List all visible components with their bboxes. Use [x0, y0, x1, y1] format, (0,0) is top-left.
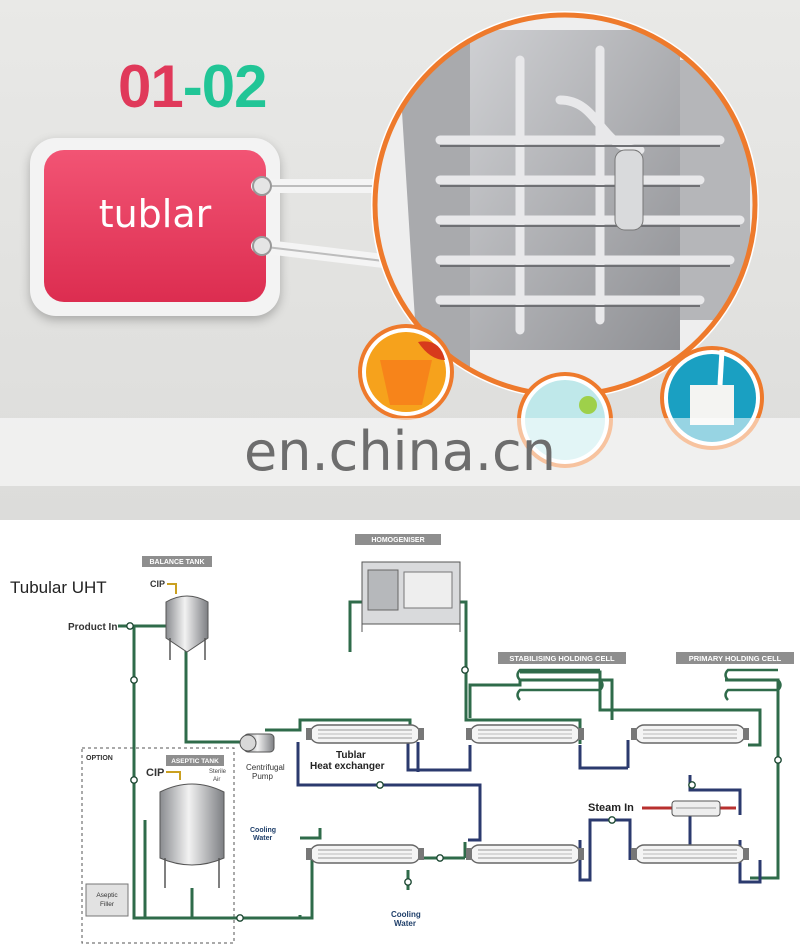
cooling-water-top-line1: Cooling [250, 827, 276, 834]
juice-fruit [418, 341, 445, 360]
homogeniser-label: HOMOGENISER [371, 537, 424, 544]
cooling-water-bottom-line1: Cooling [391, 910, 421, 919]
tubular-line1: Tublar [336, 750, 366, 761]
tubular-line2: Heat exchanger [310, 761, 385, 772]
option-box [81, 747, 235, 944]
centrifugal-pump-head [239, 734, 257, 752]
model-code-part1: 01 [118, 53, 184, 120]
flow-marker-e [608, 816, 616, 824]
flow-marker-c [236, 914, 244, 922]
banner: 01-02 tublar [0, 0, 800, 520]
sterile-label: Sterile [209, 769, 227, 775]
aseptic-filler-line2: Filler [100, 901, 115, 908]
flow-marker-product-in [126, 622, 134, 630]
balance-tank-label: BALANCE TANK [149, 559, 204, 566]
primary-label-bg [676, 652, 794, 664]
homogeniser-motor [367, 569, 399, 611]
banner-graphics [251, 11, 764, 468]
aseptic-tank [159, 783, 225, 866]
flow-marker-i [688, 781, 696, 789]
balance-tank-label-bg [142, 556, 212, 567]
cooler-2 [465, 844, 585, 864]
drink-lime [579, 396, 597, 414]
air-label: Air [213, 777, 220, 783]
aseptic-filler [85, 883, 129, 917]
flow-marker-d [376, 781, 384, 789]
flow-marker-b [130, 776, 138, 784]
cip-option-pipe [166, 771, 181, 780]
watermark-band [0, 418, 800, 486]
stabilising-holding-cell [516, 668, 604, 701]
tag-box [44, 150, 266, 302]
steam-in-label: Steam In [588, 802, 634, 814]
watermark-text: en.china.cn [244, 420, 556, 483]
tag-label: tublar [98, 192, 212, 236]
connector-lower-edge [257, 245, 393, 263]
homogeniser-label-bg [355, 534, 441, 545]
juice-glass [380, 360, 432, 405]
cooling-water-bottom-line2: Water [394, 919, 416, 928]
option-label: OPTION [86, 755, 113, 762]
machine-illustration [375, 15, 755, 395]
connector-knob-upper [252, 176, 272, 196]
cooler-3 [630, 844, 750, 864]
balance-tank [165, 595, 209, 653]
aseptic-tank-label: ASEPTIC TANK [171, 758, 219, 765]
cooler-1 [305, 844, 425, 864]
product-in-label: Product In [68, 622, 117, 633]
primary-label: PRIMARY HOLDING CELL [689, 654, 782, 663]
cip-top-pipe [167, 583, 177, 594]
cip-top-label: CIP [150, 579, 165, 589]
heat-exchanger-3 [630, 724, 750, 744]
cooling-water-top-line2: Water [253, 835, 272, 842]
centrifugal-line1: Centrifugal [246, 763, 285, 772]
aseptic-tank-label-bg [166, 755, 224, 766]
heat-exchanger-2 [465, 724, 585, 744]
flow-marker-a [130, 676, 138, 684]
flow-marker-f [774, 756, 782, 764]
connector-knob-lower [252, 236, 272, 256]
return-pipes [296, 740, 762, 884]
heat-exchanger-1 [305, 724, 425, 744]
centrifugal-line2: Pump [252, 772, 273, 781]
aseptic-filler-line1: Aseptic [96, 892, 118, 899]
machine-side-panel [400, 40, 470, 395]
homogeniser-head [403, 571, 453, 609]
stabilising-label: STABILISING HOLDING CELL [509, 654, 615, 663]
milk-pour [717, 349, 725, 386]
flow-marker-g [436, 854, 444, 862]
stabilising-label-bg [498, 652, 626, 664]
cip-option-label: CIP [146, 767, 164, 779]
flow-marker-j [404, 878, 412, 886]
machine-pipes [435, 45, 745, 335]
diagram-title: Tubular UHT [10, 578, 107, 597]
model-code: 01-02 [118, 52, 268, 121]
primary-holding-cell [724, 668, 782, 701]
model-code-part2: -02 [182, 53, 268, 120]
flow-marker-h [461, 666, 469, 674]
machine-vessel [614, 149, 644, 231]
uht-process-diagram: Tubular UHT OPTION [10, 534, 794, 944]
machine-pipe-shadows [440, 145, 740, 307]
